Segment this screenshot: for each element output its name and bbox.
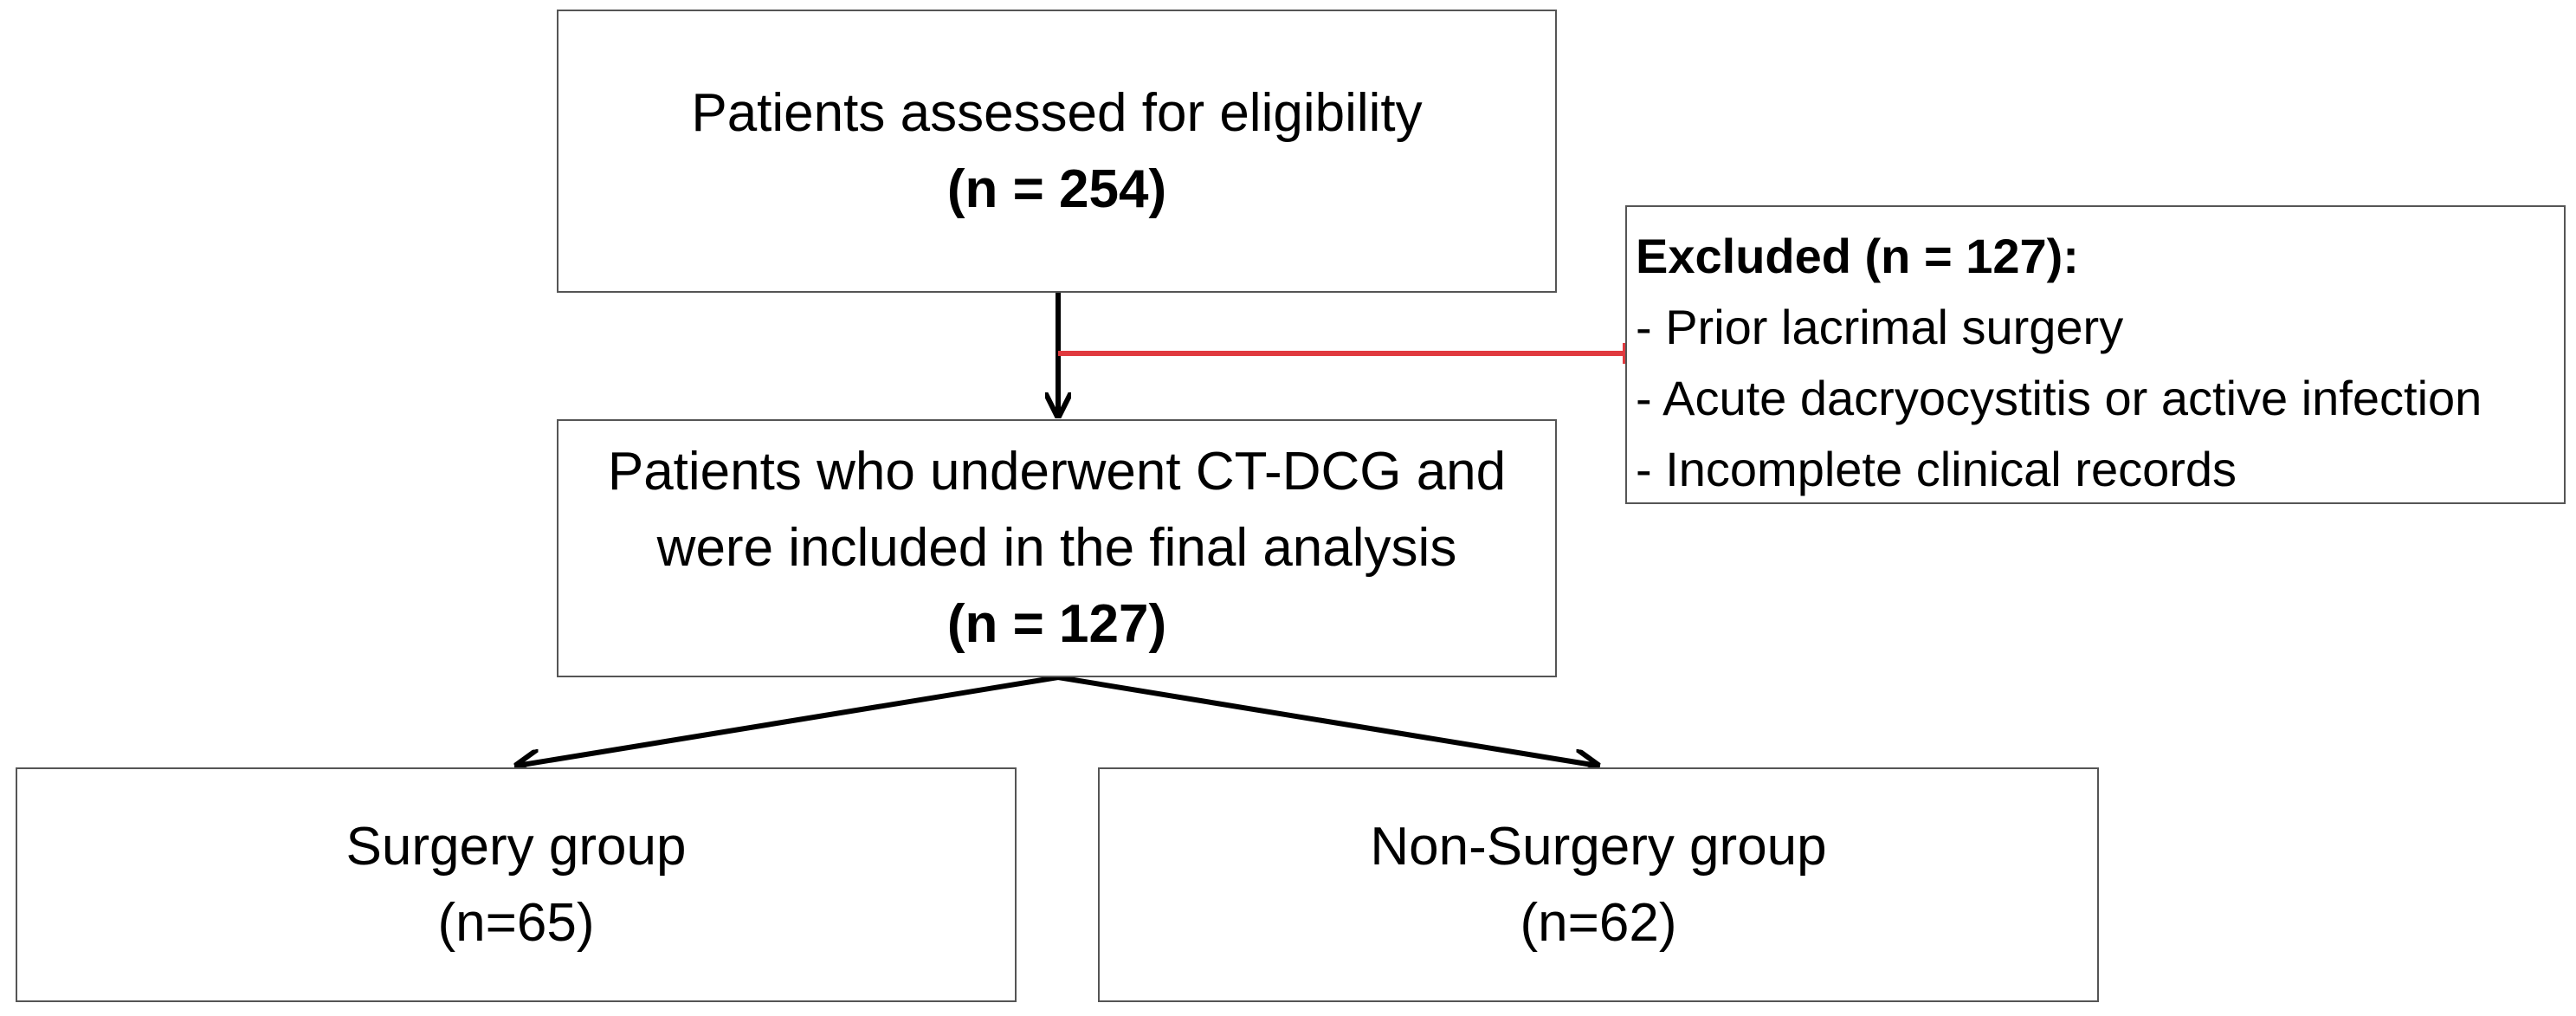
- included-box: Patients who underwent CT-DCG and were i…: [557, 419, 1557, 677]
- assessed-box: Patients assessed for eligibility (n = 2…: [557, 10, 1557, 293]
- surgery-group-label: Surgery group: [345, 816, 687, 877]
- arrow-to-surgery: [517, 675, 1059, 766]
- arrow-to-non-surgery: [1057, 675, 1598, 766]
- surgery-group-count: (n=65): [437, 892, 595, 953]
- excluded-title: Excluded (n = 127):: [1636, 229, 2079, 283]
- excluded-reason: - Incomplete clinical records: [1636, 442, 2237, 496]
- included-count: (n = 127): [946, 594, 1167, 654]
- non-surgery-group-label: Non-Surgery group: [1370, 816, 1827, 877]
- excluded-reason: - Prior lacrimal surgery: [1636, 300, 2124, 354]
- non-surgery-group-count: (n=62): [1520, 892, 1677, 953]
- assessed-label: Patients assessed for eligibility: [691, 82, 1423, 143]
- surgery-group-box: Surgery group (n=65): [16, 767, 1017, 1002]
- excluded-box: Excluded (n = 127): - Prior lacrimal sur…: [1625, 205, 2566, 504]
- included-label-line2: were included in the final analysis: [656, 518, 1457, 578]
- non-surgery-group-box: Non-Surgery group (n=62): [1098, 767, 2099, 1002]
- included-label-line1: Patients who underwent CT-DCG and: [607, 442, 1507, 502]
- excluded-reason: - Acute dacryocystitis or active infecti…: [1636, 371, 2482, 425]
- assessed-count: (n = 254): [946, 159, 1167, 219]
